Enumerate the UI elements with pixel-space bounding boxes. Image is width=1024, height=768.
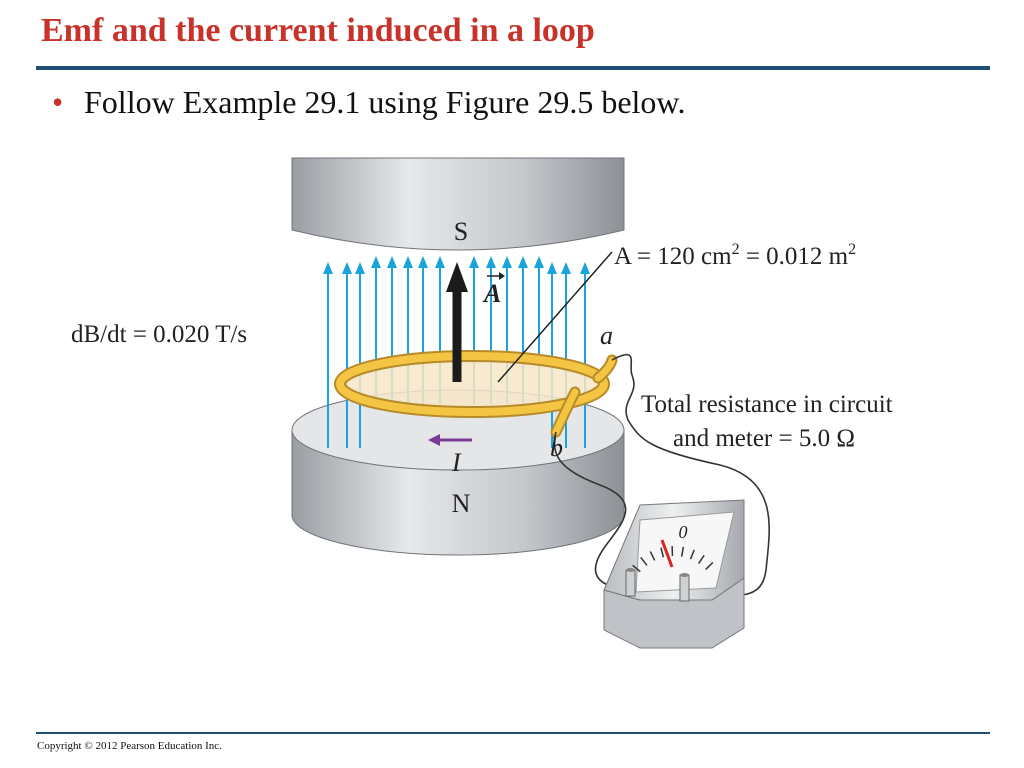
meter-zero-label: 0 bbox=[679, 522, 688, 542]
copyright-footer: Copyright © 2012 Pearson Education Inc. bbox=[37, 740, 222, 752]
resistance-label-line1: Total resistance in circuit bbox=[641, 391, 893, 418]
meter-tick bbox=[680, 546, 685, 557]
meter-scale bbox=[632, 546, 714, 573]
bullet-text: Follow Example 29.1 using Figure 29.5 be… bbox=[84, 84, 686, 120]
flux-rate-label: dB/dt = 0.020 T/s bbox=[71, 321, 247, 348]
meter-needle bbox=[660, 539, 674, 568]
field-line-arrowhead bbox=[387, 256, 397, 268]
field-line-arrowhead bbox=[371, 256, 381, 268]
title-divider bbox=[36, 66, 990, 70]
meter-tick bbox=[697, 554, 705, 564]
field-line-arrowhead bbox=[502, 256, 512, 268]
south-pole-magnet bbox=[291, 157, 625, 251]
current-label: I bbox=[451, 448, 462, 477]
field-line-arrowhead bbox=[342, 262, 352, 274]
bullet-icon: • bbox=[52, 84, 64, 120]
field-line-arrowhead bbox=[561, 262, 571, 274]
field-line-arrowhead bbox=[534, 256, 544, 268]
terminal-a-label: a bbox=[600, 321, 613, 350]
bullet-item: • Follow Example 29.1 using Figure 29.5 b… bbox=[52, 84, 685, 121]
wire-a bbox=[611, 353, 770, 597]
meter-tick bbox=[649, 551, 656, 561]
terminal-b-label: b bbox=[550, 433, 563, 462]
meter-tick bbox=[640, 556, 648, 566]
meter-terminal-left bbox=[625, 568, 636, 597]
south-pole-label: S bbox=[454, 217, 468, 246]
galvanometer bbox=[603, 499, 745, 649]
footer-divider bbox=[36, 732, 990, 734]
area-vector-label: A bbox=[482, 272, 505, 308]
area-vector-arrow bbox=[446, 262, 468, 382]
slide-title: Emf and the current induced in a loop bbox=[41, 12, 595, 49]
resistance-label-line2: and meter = 5.0 Ω bbox=[673, 425, 855, 452]
meter-terminal-right bbox=[679, 573, 690, 602]
field-line-arrowhead bbox=[418, 256, 428, 268]
conducting-loop bbox=[334, 350, 618, 438]
meter-tick bbox=[632, 564, 641, 573]
field-line-arrowhead bbox=[580, 262, 590, 274]
current-direction-arrow bbox=[428, 434, 472, 446]
field-line-arrowhead bbox=[403, 256, 413, 268]
area-value-label: A = 120 cm2 = 0.012 m2 bbox=[614, 241, 856, 270]
field-line-arrowhead bbox=[469, 256, 479, 268]
field-line-arrowhead bbox=[547, 262, 557, 274]
meter-tick bbox=[705, 561, 714, 570]
meter-tick bbox=[689, 549, 695, 560]
north-pole-label: N bbox=[452, 489, 471, 518]
meter-dial-face bbox=[635, 511, 735, 593]
field-line-arrowhead bbox=[518, 256, 528, 268]
vector-a-text: A bbox=[482, 279, 501, 308]
field-line-arrowhead bbox=[323, 262, 333, 274]
field-line-arrowhead bbox=[355, 262, 365, 274]
meter-tick bbox=[660, 547, 665, 558]
field-line-arrowhead bbox=[435, 256, 445, 268]
field-line-arrowhead bbox=[486, 256, 496, 268]
area-leader-line bbox=[497, 251, 613, 383]
magnetic-field-lines bbox=[323, 256, 590, 448]
